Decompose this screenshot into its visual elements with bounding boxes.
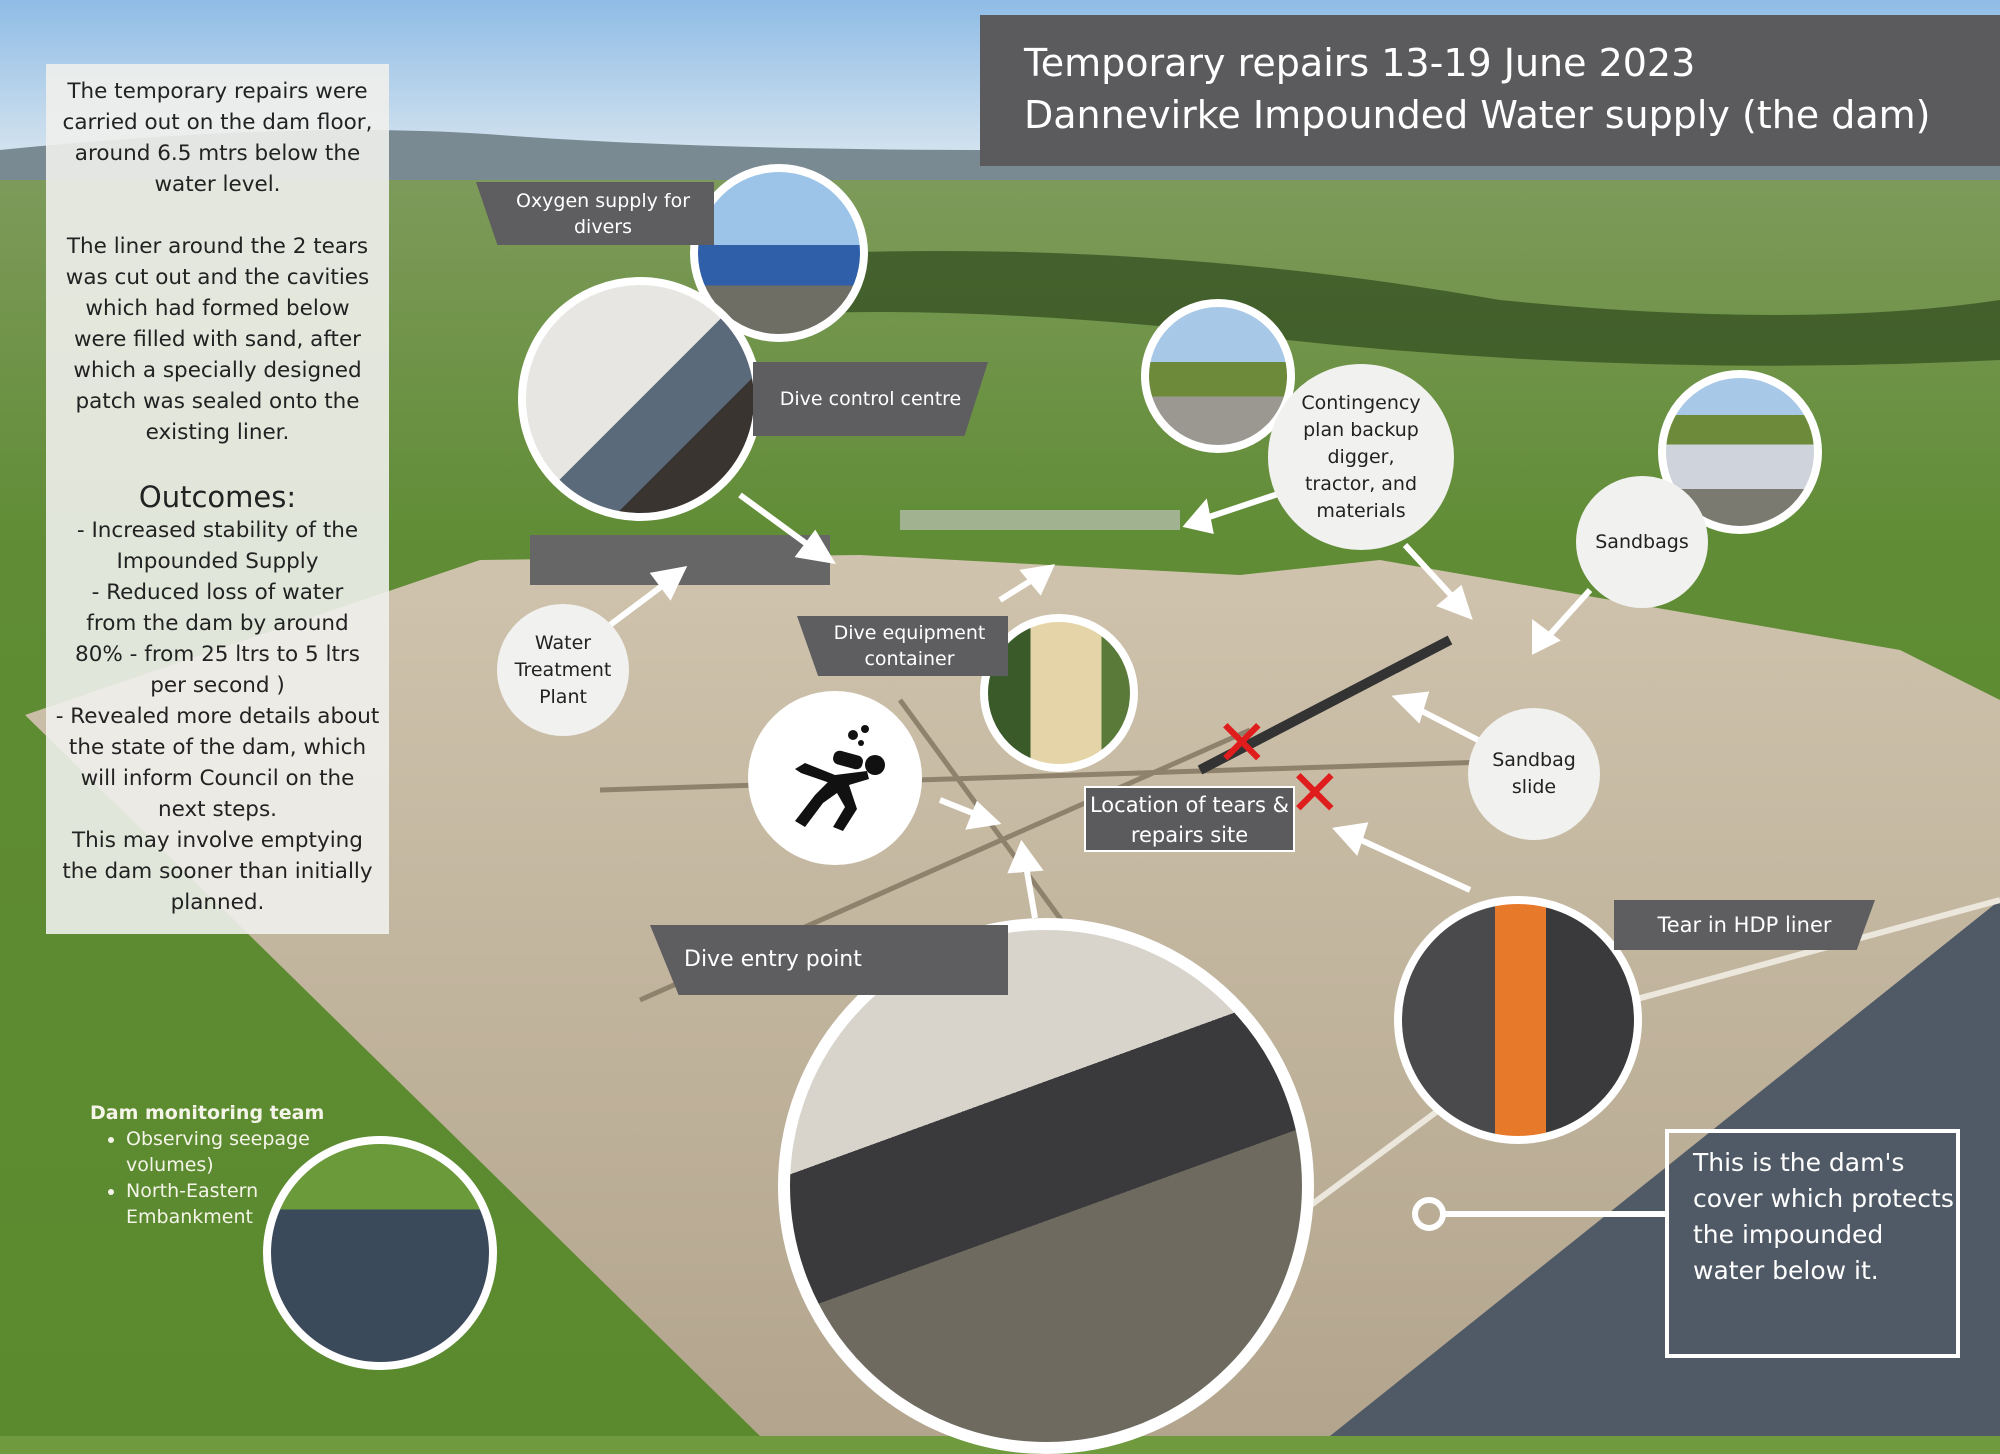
diver-icon-circle (748, 691, 922, 865)
water-treatment-text: Water Treatment Plant (514, 631, 612, 708)
dive-control-text: Dive control centre (779, 388, 962, 410)
dive-control-centre-photo (518, 277, 762, 521)
tear-mark-2: ✕ (1288, 757, 1342, 831)
dive-control-banner: Dive control centre (753, 362, 988, 436)
dive-equipment-banner: Dive equipment container (797, 616, 1008, 676)
dam-monitoring-team: Dam monitoring team Observing seepage vo… (90, 1100, 324, 1230)
dive-equipment-container-photo (980, 614, 1138, 772)
summary-panel: The temporary repairs were carried out o… (46, 64, 389, 934)
team-item: North-Eastern Embankment (126, 1178, 276, 1230)
contingency-label: Contingency plan backup digger, tractor,… (1268, 364, 1454, 550)
tear-location-label: Location of tears & repairs site (1084, 786, 1295, 852)
dive-entry-text: Dive entry point (684, 947, 862, 972)
contingency-equipment-photo (1141, 299, 1295, 453)
oxygen-supply-photo (690, 164, 868, 342)
title-line-1: Temporary repairs 13-19 June 2023 (1024, 41, 1696, 85)
contingency-text: Contingency plan backup digger, tractor,… (1301, 391, 1421, 522)
sandbags-text: Sandbags (1595, 530, 1689, 553)
sandbag-slide-text: Sandbag slide (1492, 749, 1576, 798)
oxygen-supply-text: Oxygen supply for divers (515, 189, 691, 238)
tear-text: Tear in HDP liner (1657, 913, 1832, 937)
tear-mark-1: ✕ (1215, 707, 1269, 781)
dive-equipment-text: Dive equipment container (833, 622, 986, 670)
summary-para-1: The temporary repairs were carried out o… (62, 79, 373, 197)
outcome-item: This may involve emptying the dam sooner… (62, 828, 373, 915)
dive-entry-point-photo (778, 918, 1314, 1454)
scuba-diver-icon (795, 725, 885, 831)
title-line-2: Dannevirke Impounded Water supply (the d… (1024, 93, 1931, 137)
sandbag-slide-label: Sandbag slide (1468, 708, 1600, 840)
team-heading: Dam monitoring team (90, 1102, 325, 1124)
team-item: Observing seepage volumes) (126, 1126, 316, 1178)
outcomes-heading: Outcomes: (138, 480, 297, 514)
sandbags-label: Sandbags (1576, 476, 1708, 608)
summary-para-2: The liner around the 2 tears was cut out… (65, 234, 370, 445)
dive-entry-banner: Dive entry point (650, 925, 1008, 995)
water-treatment-label: Water Treatment Plant (497, 604, 629, 736)
oxygen-supply-banner: Oxygen supply for divers (476, 182, 714, 245)
outcome-item: - Increased stability of the Impounded S… (76, 518, 359, 574)
title-box: Temporary repairs 13-19 June 2023 Dannev… (980, 15, 2000, 166)
tear-in-liner-photo (1394, 896, 1642, 1144)
dam-monitoring-photo (263, 1136, 497, 1370)
dam-cover-note: This is the dam's cover which protects t… (1665, 1129, 1960, 1358)
outcome-item: - Revealed more details about the state … (55, 704, 380, 822)
outcome-item: - Reduced loss of water from the dam by … (75, 580, 360, 698)
tear-banner: Tear in HDP liner (1614, 900, 1875, 950)
